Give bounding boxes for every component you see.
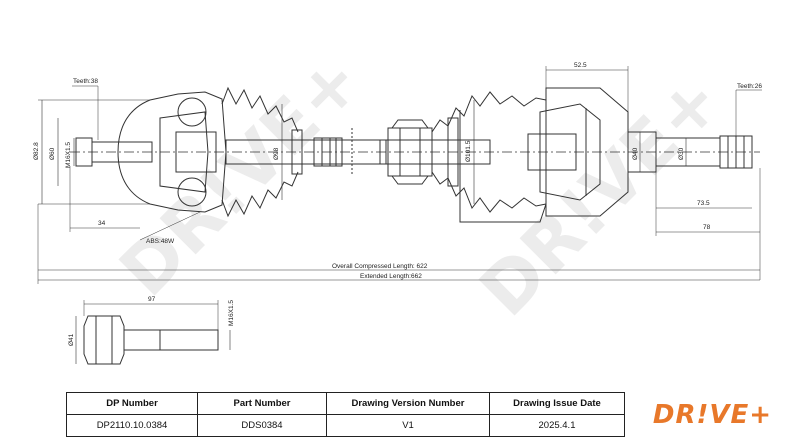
logo-cell: DR!VE+	[625, 393, 800, 437]
right-boot-top	[432, 92, 546, 132]
value-issue-date: 2025.4.1	[490, 415, 625, 437]
dim-52-5-label: 52.5	[574, 62, 587, 69]
dim-30-label: Ø30	[678, 147, 685, 160]
watermark-right: DR!VE+	[464, 59, 737, 332]
extended-length-label: Extended Length:662	[360, 273, 422, 280]
watermark-left: DR!VE+	[104, 39, 377, 312]
teeth-right-label: Teeth:26	[737, 83, 762, 90]
brand-logo: DR!VE+	[653, 400, 772, 430]
dim-60-label: Ø60	[49, 147, 56, 160]
value-part-number: DDS0384	[198, 415, 327, 437]
value-drawing-version: V1	[327, 415, 490, 437]
header-part-number: Part Number	[198, 393, 327, 415]
header-issue-date: Drawing Issue Date	[490, 393, 625, 415]
header-drawing-version: Drawing Version Number	[327, 393, 490, 415]
title-block-header-row: DP Number Part Number Drawing Version Nu…	[67, 393, 800, 415]
damper-bottom-flare	[392, 176, 428, 184]
teeth-left-label: Teeth:38	[73, 78, 98, 85]
title-block-table: DP Number Part Number Drawing Version Nu…	[66, 392, 800, 437]
watermark-group: DR!VE+ DR!VE+	[104, 39, 737, 332]
bolt-41-label: Ø41	[68, 333, 75, 346]
bolt-m16-label: M16X1.5	[228, 300, 235, 326]
bolt-97-label: 97	[148, 296, 156, 303]
dim-m16-label: M16X1.5	[65, 142, 72, 168]
dim-73-5-label: 73.5	[697, 200, 710, 207]
dim-34-label: 34	[98, 220, 106, 227]
dim-78-label: 78	[703, 224, 711, 231]
bolt-head	[84, 316, 124, 364]
right-boot-bottom	[432, 172, 546, 212]
dim-40-label: Ø40	[632, 147, 639, 160]
dim-82-8-label: Ø82.8	[33, 142, 40, 160]
dim-101-5-label: Ø101.5	[465, 140, 472, 162]
overall-length-label: Overall Compressed Length: 622	[332, 263, 428, 270]
abs-label: ABS:48W	[146, 238, 175, 245]
dim-98-label: Ø98	[273, 147, 280, 160]
damper-top-flare	[392, 120, 428, 128]
value-dp-number: DP2110.10.0384	[67, 415, 198, 437]
header-dp-number: DP Number	[67, 393, 198, 415]
bolt-shank	[124, 330, 218, 350]
